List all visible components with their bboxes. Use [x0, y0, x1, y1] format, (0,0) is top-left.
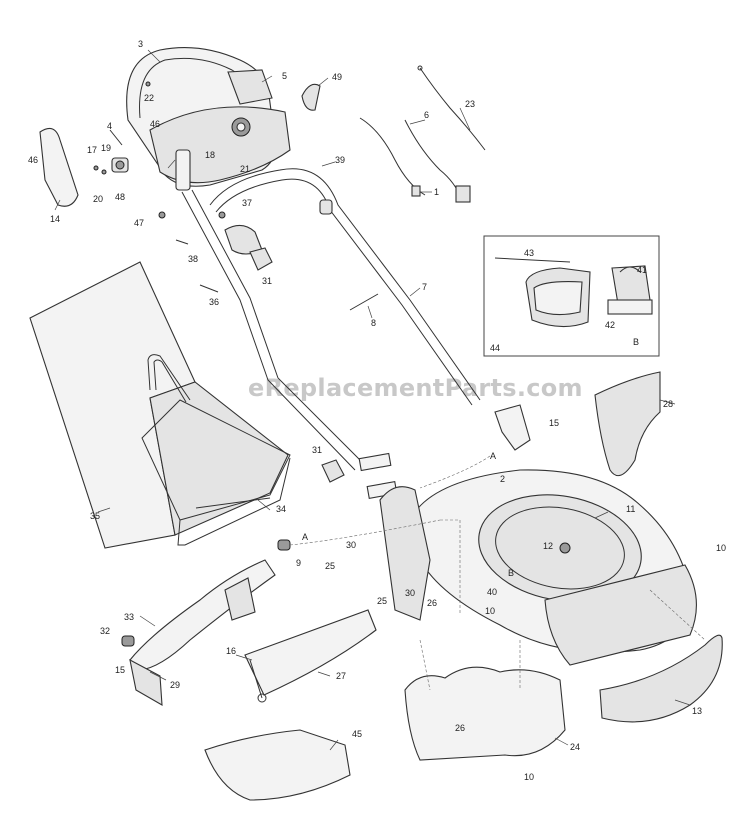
- callout-38: 38: [188, 254, 198, 264]
- callout-13: 13: [692, 706, 702, 716]
- callout-10c: 10: [524, 772, 534, 782]
- callout-15a: 15: [549, 418, 559, 428]
- callout-19: 19: [101, 143, 111, 153]
- callout-6: 6: [424, 110, 429, 120]
- mulch-plug-24: [404, 666, 566, 761]
- rear-skirt-13: [599, 634, 723, 723]
- callout-25a: 25: [325, 561, 335, 571]
- callout-9: 9: [296, 558, 301, 568]
- callout-29: 29: [170, 680, 180, 690]
- callout-31a: 31: [262, 276, 272, 286]
- callout-17: 17: [87, 145, 97, 155]
- upper-handle-3: [126, 46, 291, 191]
- callout-24: 24: [570, 742, 580, 752]
- callout-11: 11: [626, 504, 635, 514]
- callout-25b: 25: [377, 596, 387, 606]
- callout-33: 33: [124, 612, 134, 622]
- callout-12: 12: [543, 541, 553, 551]
- callout-labels: 3 22 5 49 23 6 4 46 46 18 17 19 21 39 1 …: [28, 39, 726, 782]
- callout-3: 3: [138, 39, 143, 49]
- callout-45: 45: [352, 729, 362, 739]
- callout-31b: 31: [312, 445, 322, 455]
- callout-16: 16: [226, 646, 236, 656]
- callout-2: 2: [500, 474, 505, 484]
- callout-48: 48: [115, 192, 125, 202]
- callout-39: 39: [335, 155, 345, 165]
- callout-14: 14: [50, 214, 60, 224]
- inset-box-44: [483, 235, 660, 357]
- callout-A1: A: [490, 451, 496, 461]
- callout-10a: 10: [716, 543, 726, 553]
- leader-lines: [54, 49, 691, 751]
- rear-baffle-45: [204, 729, 351, 801]
- callout-22: 22: [144, 93, 154, 103]
- callout-46b: 46: [28, 155, 38, 165]
- callout-A2: A: [302, 532, 308, 542]
- control-cables: [359, 65, 486, 203]
- callout-8: 8: [371, 318, 376, 328]
- callout-10b: 10: [485, 606, 495, 616]
- callout-5: 5: [282, 71, 287, 81]
- left-control-parts: [39, 81, 321, 219]
- callout-37: 37: [242, 198, 252, 208]
- callout-36: 36: [209, 297, 219, 307]
- callout-30a: 30: [346, 540, 356, 550]
- callout-32: 32: [100, 626, 110, 636]
- side-discharge-28: [594, 371, 661, 477]
- callout-4: 4: [107, 121, 112, 131]
- callout-21: 21: [240, 164, 250, 174]
- callout-7: 7: [422, 282, 427, 292]
- callout-B2: B: [508, 568, 514, 578]
- callout-28: 28: [663, 399, 673, 409]
- callout-26a: 26: [427, 598, 437, 608]
- callout-43: 43: [524, 248, 534, 258]
- lower-handle-7-39: [181, 168, 481, 471]
- callout-46a: 46: [150, 119, 160, 129]
- bracket: [494, 404, 531, 451]
- callout-23: 23: [465, 99, 475, 109]
- callout-40: 40: [487, 587, 497, 597]
- callout-30b: 30: [405, 588, 415, 598]
- callout-26b: 26: [455, 723, 465, 733]
- rear-door-29: [121, 539, 291, 706]
- callout-20: 20: [93, 194, 103, 204]
- callout-42: 42: [605, 320, 615, 330]
- callout-1: 1: [434, 187, 439, 197]
- callout-B1: B: [633, 337, 639, 347]
- knobs-and-bolts: [175, 239, 398, 499]
- watermark-text: eReplacementParts.com: [248, 374, 583, 402]
- callout-41: 41: [637, 265, 647, 275]
- grass-bag-35: [29, 261, 291, 549]
- deck-11: [379, 469, 697, 666]
- rear-flap-27: [244, 609, 377, 703]
- assembly-guides: [289, 455, 706, 691]
- callout-47: 47: [134, 218, 144, 228]
- callout-44: 44: [490, 343, 500, 353]
- callout-49: 49: [332, 72, 342, 82]
- callout-18: 18: [205, 150, 215, 160]
- callout-35: 35: [90, 511, 100, 521]
- callout-27: 27: [336, 671, 346, 681]
- callout-15b: 15: [115, 665, 125, 675]
- callout-34: 34: [276, 504, 286, 514]
